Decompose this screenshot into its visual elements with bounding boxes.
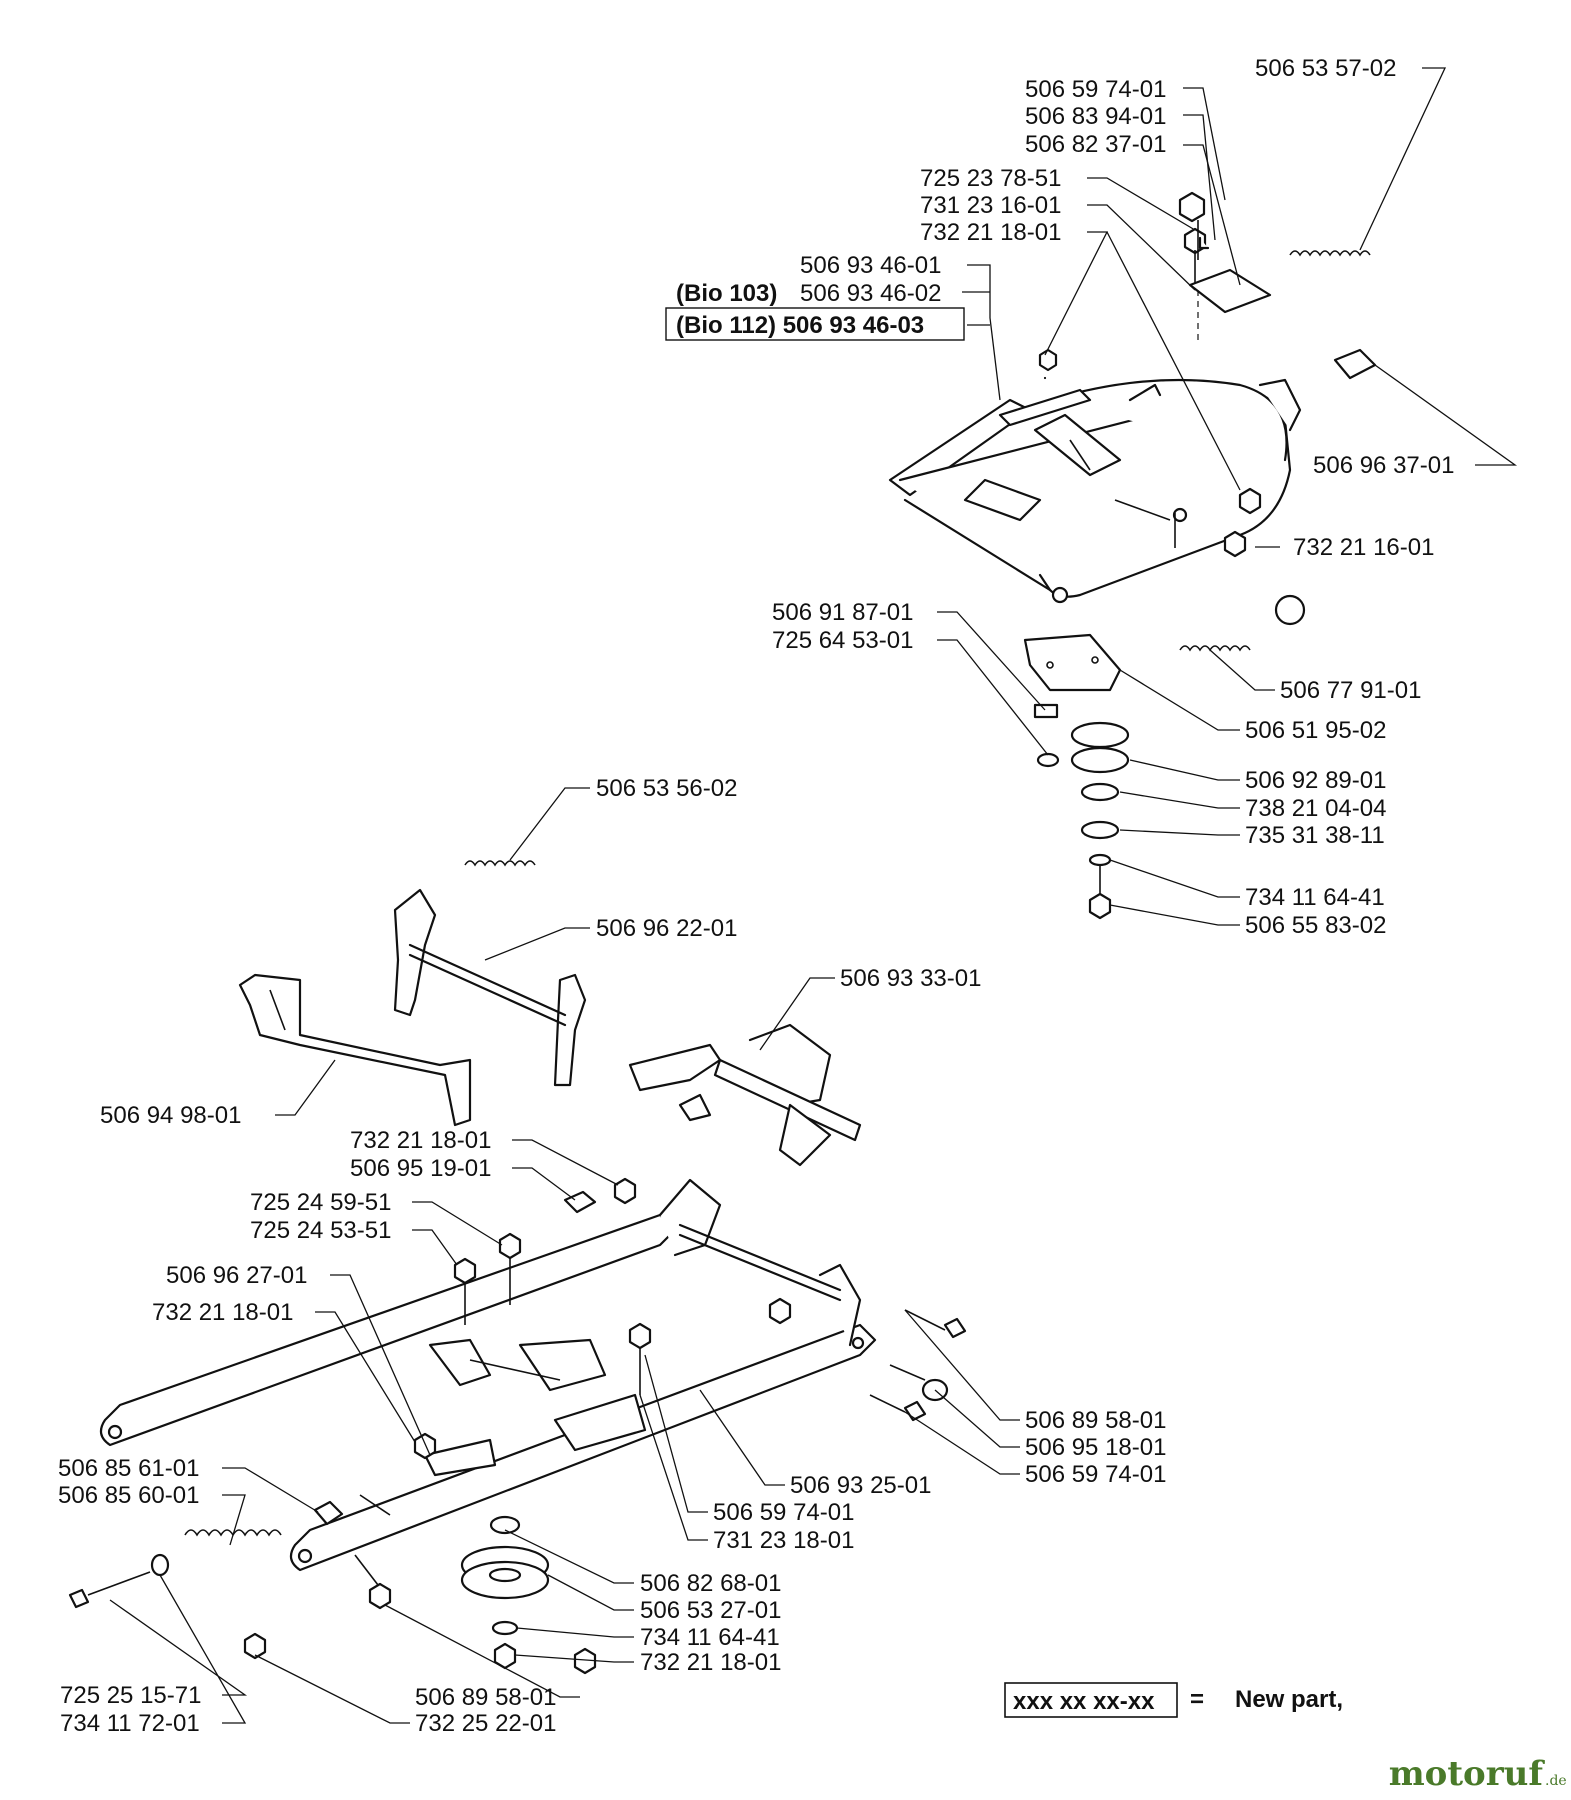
label-731-23-18-01: 731 23 18-01 <box>713 1527 854 1554</box>
label-506-53-27-01: 506 53 27-01 <box>640 1597 781 1624</box>
legend-code-box <box>1004 1682 1178 1718</box>
label-506-91-87-01: 506 91 87-01 <box>772 599 913 626</box>
label-725-64-53-01: 725 64 53-01 <box>772 627 913 654</box>
label-732-25-22-01: 732 25 22-01 <box>415 1710 556 1737</box>
label-506-92-89-01: 506 92 89-01 <box>1245 767 1386 794</box>
label-732-21-18-01-top: 732 21 18-01 <box>920 219 1061 246</box>
label-506-96-27-01: 506 96 27-01 <box>166 1262 307 1289</box>
watermark-logo: motoruf .de <box>1389 1754 1567 1794</box>
label-506-96-37-01: 506 96 37-01 <box>1313 452 1454 479</box>
label-506-51-95-02: 506 51 95-02 <box>1245 717 1386 744</box>
legend-code: xxx xx xx-xx <box>1013 1688 1155 1715</box>
label-506-85-60-01: 506 85 60-01 <box>58 1482 199 1509</box>
label-732-21-18-01-mid: 732 21 18-01 <box>350 1127 491 1154</box>
label-506-77-91-01: 506 77 91-01 <box>1280 677 1421 704</box>
label-731-23-16-01: 731 23 16-01 <box>920 192 1061 219</box>
label-506-93-25-01: 506 93 25-01 <box>790 1472 931 1499</box>
label-506-55-83-02: 506 55 83-02 <box>1245 912 1386 939</box>
label-506-95-19-01: 506 95 19-01 <box>350 1155 491 1182</box>
lift-bracket-assembly <box>888 378 1302 604</box>
label-734-11-72-01: 734 11 72-01 <box>60 1710 200 1737</box>
label-506-93-46-02: 506 93 46-02 <box>800 280 941 307</box>
label-506-93-33-01: 506 93 33-01 <box>840 965 981 992</box>
label-506-53-56-02: 506 53 56-02 <box>596 775 737 802</box>
label-732-21-18-01-bottom: 732 21 18-01 <box>640 1649 781 1676</box>
label-732-21-18-01-left: 732 21 18-01 <box>152 1299 293 1326</box>
leader-lines <box>109 67 1518 1724</box>
top-hardware <box>1038 191 1377 558</box>
label-725-24-59-51: 725 24 59-51 <box>250 1189 391 1216</box>
label-506-93-46-03: (Bio 112) 506 93 46-03 <box>676 312 924 339</box>
legend-text: New part, <box>1235 1686 1343 1713</box>
label-506-59-74-01-mid: 506 59 74-01 <box>713 1499 854 1526</box>
middle-parts <box>238 860 862 1214</box>
label-738-21-04-04: 738 21 04-04 <box>1245 795 1386 822</box>
highlight-box <box>665 307 965 341</box>
legend-equals: = <box>1190 1686 1204 1713</box>
label-506-83-94-01: 506 83 94-01 <box>1025 103 1166 130</box>
label-725-23-78-51: 725 23 78-51 <box>920 165 1061 192</box>
label-506-89-58-01-right: 506 89 58-01 <box>1025 1407 1166 1434</box>
label-506-94-98-01: 506 94 98-01 <box>100 1102 241 1129</box>
label-732-21-16-01: 732 21 16-01 <box>1293 534 1434 561</box>
label-506-82-37-01: 506 82 37-01 <box>1025 131 1166 158</box>
label-506-95-18-01: 506 95 18-01 <box>1025 1434 1166 1461</box>
label-506-89-58-01-bottom: 506 89 58-01 <box>415 1684 556 1711</box>
legend: xxx xx xx-xx = New part, <box>1004 1682 1343 1718</box>
label-bio103-prefix: (Bio 103) <box>676 280 777 307</box>
label-725-24-53-51: 725 24 53-51 <box>250 1217 391 1244</box>
label-506-93-46-01: 506 93 46-01 <box>800 252 941 279</box>
label-734-11-64-41-bottom: 734 11 64-41 <box>640 1624 780 1651</box>
lower-frame <box>99 1178 877 1572</box>
nut-icon <box>1038 348 1058 372</box>
idler-assembly <box>1023 594 1306 920</box>
label-506-59-74-01-top: 506 59 74-01 <box>1025 76 1166 103</box>
label-506-82-68-01: 506 82 68-01 <box>640 1570 781 1597</box>
label-506-96-22-01: 506 96 22-01 <box>596 915 737 942</box>
label-506-59-74-01-right: 506 59 74-01 <box>1025 1461 1166 1488</box>
part-labels: 506 53 57-02 506 59 74-01 506 83 94-01 5… <box>58 55 1454 1737</box>
label-735-31-38-11: 735 31 38-11 <box>1245 822 1385 849</box>
label-506-53-57-02: 506 53 57-02 <box>1255 55 1396 82</box>
watermark-brand: motoruf <box>1389 1754 1546 1794</box>
watermark-tld: .de <box>1545 1773 1567 1789</box>
label-506-85-61-01: 506 85 61-01 <box>58 1455 199 1482</box>
label-725-25-15-71: 725 25 15-71 <box>60 1682 201 1709</box>
label-734-11-64-41-top: 734 11 64-41 <box>1245 884 1385 911</box>
